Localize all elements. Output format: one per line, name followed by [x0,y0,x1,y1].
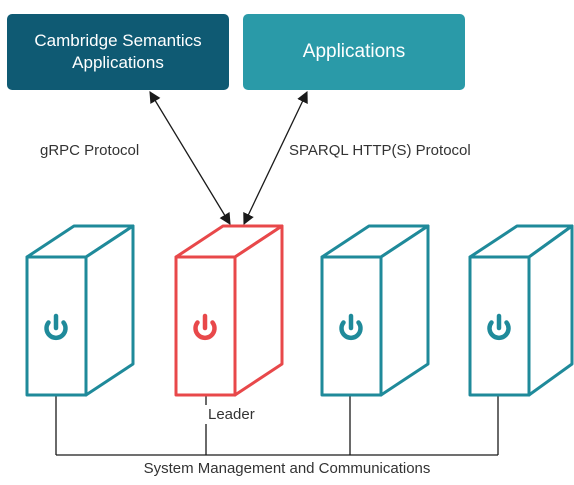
power-icon [44,313,68,340]
power-icon [193,313,217,340]
server-4 [468,224,574,397]
system-bus [55,395,499,456]
cambridge-box-line2: Applications [72,53,164,72]
server-1 [25,224,135,397]
server-leader [174,224,284,397]
cambridge-box-line1: Cambridge Semantics [34,31,202,50]
power-icon [339,313,363,340]
system-management-label: System Management and Communications [143,460,431,477]
power-icon [487,313,511,340]
server-3 [320,224,430,397]
grpc-arrow [149,90,231,226]
cambridge-semantics-applications-box: Cambridge Semantics Applications [7,14,229,90]
sparql-protocol-label: SPARQL HTTP(S) Protocol [289,142,471,159]
applications-box-label: Applications [302,41,406,62]
applications-box: Applications [243,14,465,90]
sparql-arrow [243,90,308,226]
leader-label: Leader [208,406,255,423]
grpc-protocol-label: gRPC Protocol [40,142,140,159]
